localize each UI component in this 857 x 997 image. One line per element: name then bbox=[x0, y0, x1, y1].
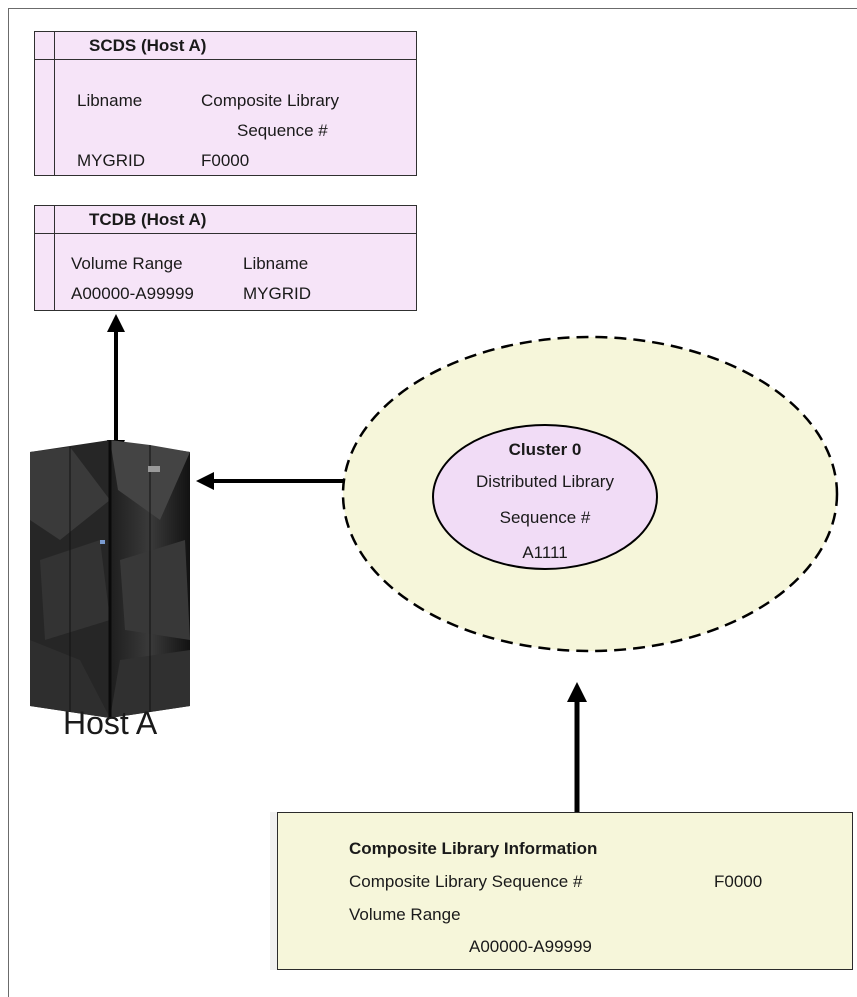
composite-library-info-box: Composite Library Information Composite … bbox=[277, 812, 853, 970]
tcdb-host-arrow bbox=[107, 314, 125, 458]
scds-table: SCDS (Host A) Libname Composite Library … bbox=[34, 31, 417, 176]
info-box-edge bbox=[270, 812, 277, 970]
cluster-title: Cluster 0 bbox=[508, 440, 582, 459]
scds-libname-header: Libname bbox=[77, 91, 143, 110]
info-range-value: A00000-A99999 bbox=[469, 937, 592, 956]
scds-title: SCDS (Host A) bbox=[89, 36, 207, 55]
info-range-label: Volume Range bbox=[349, 905, 461, 924]
tcdb-range-value: A00000-A99999 bbox=[71, 284, 194, 303]
tcdb-table-divider bbox=[54, 206, 55, 310]
tcdb-header-divider bbox=[35, 233, 416, 234]
scds-table-divider bbox=[54, 32, 55, 175]
tcdb-libname-value: MYGRID bbox=[243, 284, 311, 303]
scds-sequence-header-line1: Composite Library bbox=[201, 91, 339, 110]
info-cluster-arrow bbox=[567, 682, 587, 812]
info-sequence-label: Composite Library Sequence # bbox=[349, 872, 583, 891]
scds-sequence-value: F0000 bbox=[201, 151, 250, 170]
scds-header-divider bbox=[35, 59, 416, 60]
tcdb-table: TCDB (Host A) Volume Range Libname A0000… bbox=[34, 205, 417, 311]
mainframe-server-icon bbox=[30, 440, 190, 718]
tcdb-title: TCDB (Host A) bbox=[89, 210, 207, 229]
info-title: Composite Library Information bbox=[349, 839, 598, 858]
cluster-line1: Distributed Library bbox=[476, 472, 614, 491]
diagram-frame bbox=[8, 8, 857, 997]
scds-sequence-header-line2: Sequence # bbox=[237, 121, 328, 140]
tcdb-libname-header: Libname bbox=[243, 254, 309, 273]
cluster-line2: Sequence # bbox=[499, 508, 591, 527]
tcdb-range-header: Volume Range bbox=[71, 254, 183, 273]
host-label: Host A bbox=[63, 705, 158, 741]
scds-libname-value: MYGRID bbox=[77, 151, 145, 170]
cluster-0-ellipse bbox=[432, 424, 658, 570]
cluster-sequence-value: A1111 bbox=[522, 543, 568, 562]
info-sequence-value: F0000 bbox=[714, 872, 763, 891]
